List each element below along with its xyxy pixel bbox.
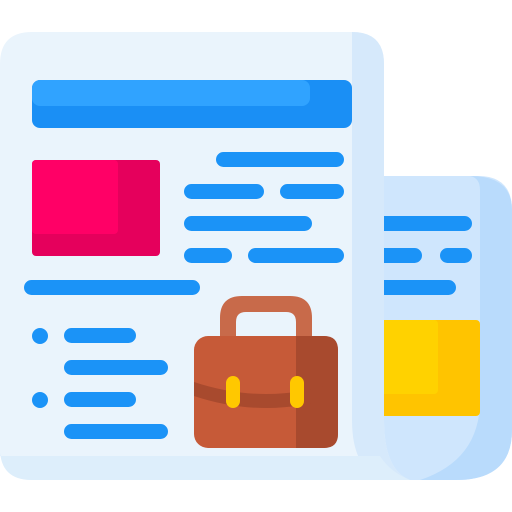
text-line [216, 152, 344, 167]
text-line [184, 184, 264, 199]
back-page-line-1 [372, 216, 472, 231]
back-page-line-4 [372, 280, 456, 295]
briefcase-clasp-left [226, 376, 240, 408]
briefcase-clasp-right [290, 376, 304, 408]
text-line [184, 216, 312, 231]
back-page-line-2 [372, 248, 422, 263]
bullet-line [64, 392, 136, 407]
front-page-right-shade [352, 32, 410, 480]
text-line [24, 280, 200, 295]
briefcase-handle [220, 296, 312, 344]
bullet-dot [32, 392, 48, 408]
briefcase-icon [194, 296, 338, 448]
article-photo-highlight [32, 160, 118, 234]
text-line [248, 248, 344, 263]
bullet-line [64, 328, 136, 343]
headline-bar-highlight [32, 80, 310, 106]
back-page [360, 176, 512, 480]
text-line [184, 248, 232, 263]
back-page-edge-shade [420, 176, 512, 480]
text-line [280, 184, 344, 199]
back-page-photo-highlight [380, 320, 438, 394]
front-page-bottom-shade [0, 448, 410, 480]
bullet-dot [32, 328, 48, 344]
bullet-line [64, 360, 168, 375]
back-page-line-3 [440, 248, 472, 263]
bullet-line [64, 424, 168, 439]
